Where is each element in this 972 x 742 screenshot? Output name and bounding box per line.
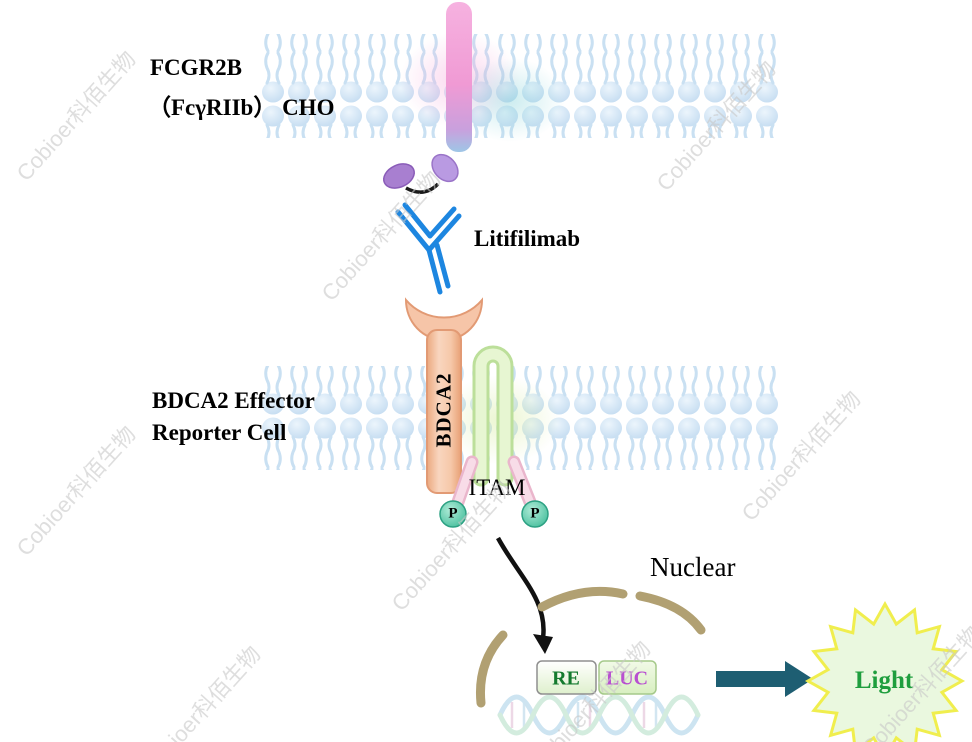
- reporter-construct: [536, 660, 657, 695]
- luc-box: [598, 660, 657, 695]
- top-cell-membrane: [258, 32, 782, 142]
- bdca2-receptor-shape: [404, 297, 484, 494]
- luc-label: LUC: [605, 667, 649, 690]
- re-label: RE: [552, 667, 580, 690]
- phospho-circle-right: [521, 500, 549, 528]
- bdca2-cup: [404, 297, 484, 341]
- signal-arrow: [496, 536, 553, 654]
- phospho-circle-left: [439, 500, 467, 528]
- phospho-label-right: P: [530, 505, 540, 522]
- re-box: [536, 660, 597, 695]
- signaling-chains: [472, 345, 514, 487]
- light-label: Light: [854, 667, 914, 694]
- fc-domain-oval-right: [431, 153, 459, 183]
- itam-label: ITAM: [468, 475, 526, 500]
- fcgr2b-receptor-shape: [383, 2, 472, 194]
- bdca2-stem: [426, 329, 462, 494]
- nucleus-label: Nuclear: [650, 552, 736, 582]
- bottom-cell-label-line1: BDCA2 Effector: [152, 388, 315, 413]
- fc-domain-oval-left: [383, 163, 415, 189]
- dna-helix-icon: [497, 694, 701, 736]
- top-cell-label-line2: （FcγRIIb） CHO: [148, 95, 335, 120]
- top-cell-label-line1: FCGR2B: [150, 55, 242, 80]
- light-starburst-icon: [804, 600, 966, 742]
- phospho-label-left: P: [448, 505, 458, 522]
- bottom-cell-membrane: [258, 366, 782, 470]
- antibody-label: Litifilimab: [474, 226, 581, 251]
- bdca2-receptor-label: BDCA2: [431, 372, 456, 448]
- arrow-to-light: [716, 661, 813, 697]
- bottom-cell-label-line2: Reporter Cell: [152, 420, 287, 445]
- nuclear-envelope-icon: [475, 586, 706, 708]
- fc-linker-line: [405, 182, 440, 194]
- itam-tails: [439, 455, 549, 528]
- litifilimab-antibody-icon: [395, 202, 462, 295]
